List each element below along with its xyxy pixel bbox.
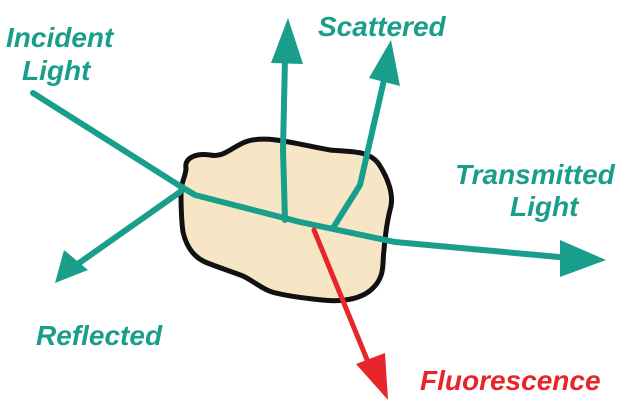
label-fluorescence: Fluorescence xyxy=(420,365,601,396)
label-incident-line2: Light xyxy=(22,55,92,86)
reflected-arrowhead xyxy=(55,250,88,283)
label-transmitted-line1: Transmitted xyxy=(455,159,616,190)
reflected-light-ray xyxy=(72,192,180,268)
scattered-arrowhead-1 xyxy=(271,18,303,64)
label-transmitted-line2: Light xyxy=(510,191,580,222)
scattered-ray-1 xyxy=(283,58,285,220)
fluorescence-arrowhead xyxy=(356,353,388,400)
label-incident-line1: Incident xyxy=(6,22,115,53)
label-reflected: Reflected xyxy=(36,320,163,351)
incident-light-ray xyxy=(33,93,180,186)
scattered-arrowhead-2 xyxy=(369,40,400,86)
label-scattered: Scattered xyxy=(318,11,447,42)
transmitted-arrowhead xyxy=(560,240,606,277)
